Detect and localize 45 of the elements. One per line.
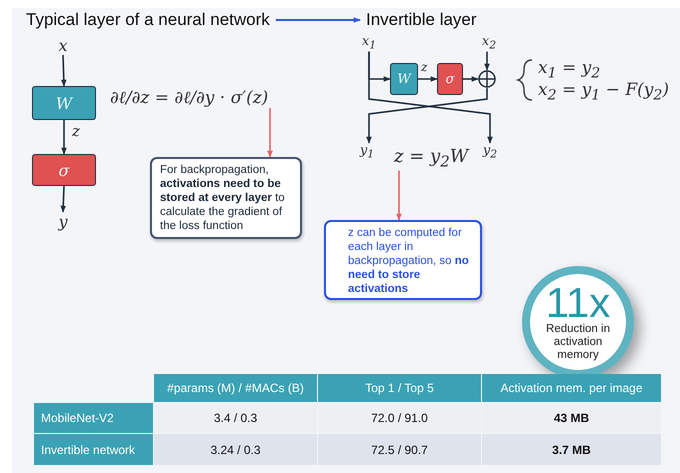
arrow xyxy=(267,108,273,158)
edge-label: z xyxy=(72,122,80,140)
arrow xyxy=(60,186,66,213)
arrow xyxy=(366,88,488,144)
row-header: Invertible network xyxy=(34,434,153,465)
variable-label: x$_{2}$ xyxy=(478,34,500,52)
variable-label: y$_{2}$ xyxy=(479,143,501,161)
stat-caption: Reduction in activation memory xyxy=(545,322,611,362)
heading-text: Invertible layer xyxy=(366,10,477,30)
variable-label: x$_{1}$ xyxy=(358,34,380,52)
equation: x$_{1}$ = y$_{2}$ xyxy=(538,58,600,82)
table-cell: 3.24 / 0.3 xyxy=(154,434,317,465)
variable-label: y$_{1}$ xyxy=(356,143,378,161)
equation: x$_{2}$ = y$_{1}$ − F(y$_{2}$) xyxy=(538,80,670,104)
table-cell: 72.5 / 90.7 xyxy=(318,434,481,465)
table-cell: 3.7 MB xyxy=(482,434,661,465)
activation-box: σ xyxy=(437,63,463,95)
table-cell: 72.0 / 91.0 xyxy=(318,403,481,433)
variable-label: x xyxy=(53,36,73,55)
arrow xyxy=(396,170,402,221)
edge-label: z xyxy=(421,60,428,74)
equation: ∂ℓ/∂z = ∂ℓ/∂y · σ′(z) xyxy=(110,88,268,108)
plus-circle-symbol xyxy=(478,70,496,88)
callout-box: z can be computed for each layer in backpropagation, so no need to store activations xyxy=(324,220,482,300)
column-header: Top 1 / Top 5 xyxy=(318,374,481,402)
arrow xyxy=(484,52,490,71)
weight-box: W xyxy=(32,86,96,120)
equation: z = y$_{2}$W xyxy=(394,146,468,171)
heading-text: Typical layer of a neural network xyxy=(26,10,270,30)
arrow xyxy=(61,120,67,155)
stat-value: 11x xyxy=(546,282,610,322)
arrow xyxy=(276,17,361,23)
column-header: Activation mem. per image xyxy=(482,374,661,402)
arrow xyxy=(418,76,438,82)
table-cell: 3.4 / 0.3 xyxy=(154,403,317,433)
weight-box: W xyxy=(390,63,418,95)
activation-box: σ xyxy=(32,154,96,186)
arrow xyxy=(463,76,479,82)
arrow xyxy=(61,54,67,87)
arrow xyxy=(368,52,493,144)
table-cell: 43 MB xyxy=(482,403,661,433)
variable-label: y xyxy=(53,212,73,231)
callout-box: For backpropagation, activations need to be stored at every layer to calculate the gradient of the loss function xyxy=(150,157,302,239)
column-header: #params (M) / #MACs (B) xyxy=(154,374,317,402)
row-header: MobileNet-V2 xyxy=(34,403,153,433)
